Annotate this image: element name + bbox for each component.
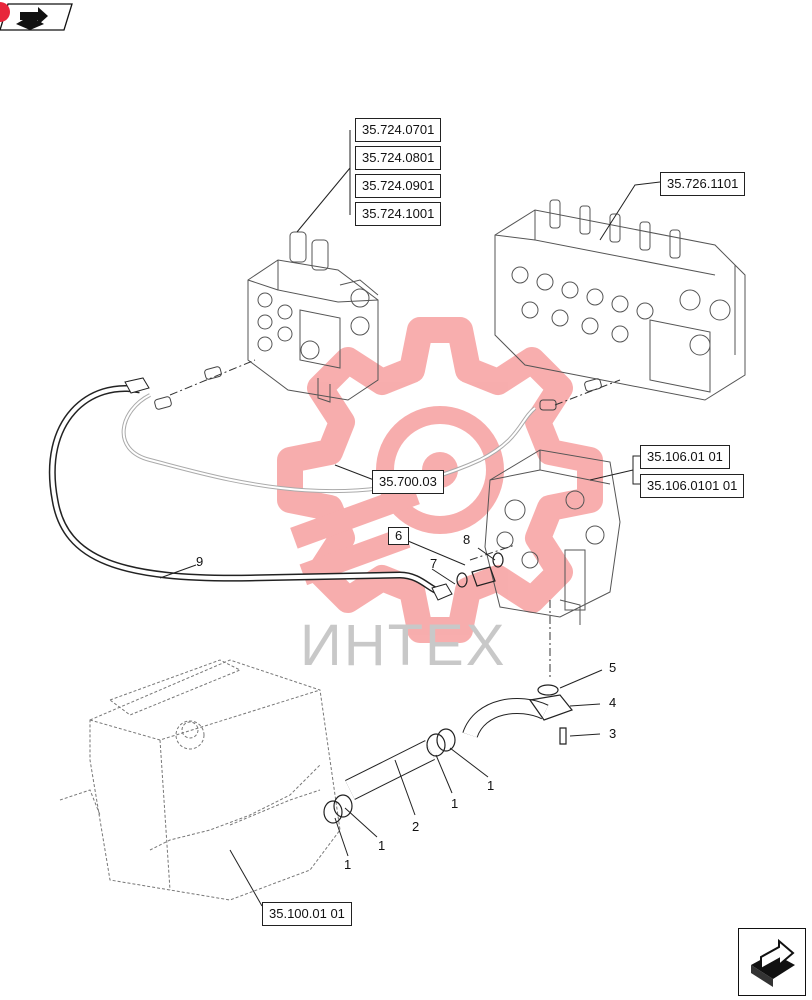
callout-1: 1 [451,796,459,811]
callout-6: 6 [388,527,410,545]
suction-hose [323,684,573,824]
hydraulic-tank [59,659,341,901]
callout-8: 8 [463,532,471,547]
ref-tank[interactable]: 35.100.01 01 [262,902,352,926]
callout-3: 3 [609,726,617,741]
top-nav-button[interactable] [0,2,78,32]
callout-4: 4 [609,695,617,710]
control-valve-left [247,231,379,403]
ref-valve-top-2[interactable]: 35.724.0801 [355,146,442,170]
next-page-button[interactable] [738,928,806,996]
book-arrow-icon [0,2,73,31]
ref-valve-right[interactable]: 35.726.1101 [660,172,746,196]
ref-pump-1[interactable]: 35.106.01 01 [640,445,730,469]
watermark-text: ИНТЕХ [300,613,507,678]
next-page-arrow-icon [751,938,795,987]
callout-2: 2 [412,819,420,834]
callout-7: 7 [430,556,438,571]
callout-9: 9 [196,554,204,569]
callout-1: 1 [344,857,352,872]
callout-1: 1 [378,838,386,853]
ref-valve-top-1[interactable]: 35.724.0701 [355,118,442,142]
ref-valve-top-4[interactable]: 35.724.1001 [355,202,442,226]
ref-pump-2[interactable]: 35.106.0101 01 [640,474,745,498]
control-valve-right [494,199,746,401]
ref-valve-top-3[interactable]: 35.724.0901 [355,174,442,198]
ref-hose-route[interactable]: 35.700.03 [372,470,444,494]
callout-1: 1 [487,778,495,793]
callout-5: 5 [609,660,617,675]
